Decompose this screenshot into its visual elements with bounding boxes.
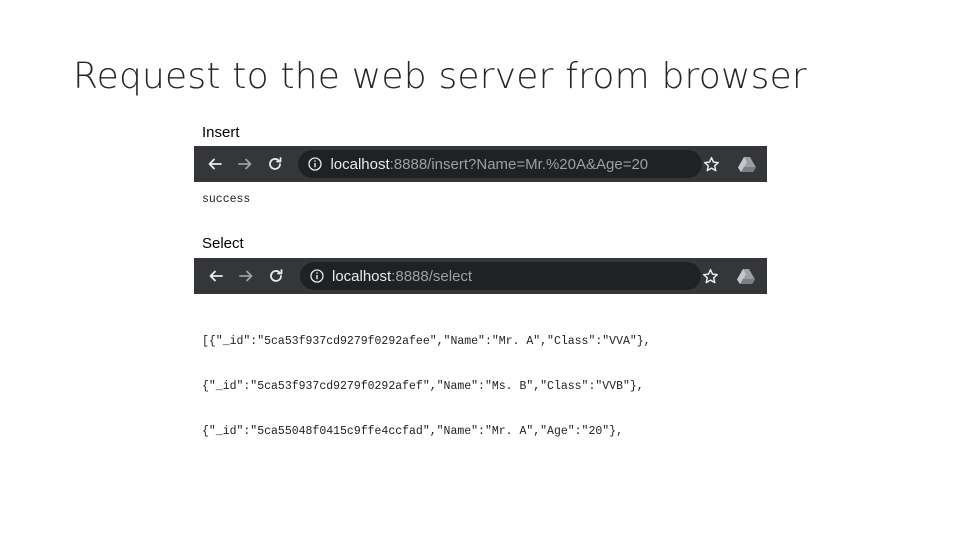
back-button[interactable] [206, 266, 225, 286]
insert-browser-toolbar: localhost:8888/insert?Name=Mr.%20A&Age=2… [194, 146, 767, 182]
drive-extension-button[interactable] [734, 263, 759, 289]
insert-label: Insert [202, 124, 240, 141]
reload-icon [269, 157, 282, 170]
select-browser-toolbar: localhost:8888/select [194, 258, 767, 294]
arrow-right-icon [238, 158, 252, 170]
reload-button[interactable] [266, 154, 285, 174]
select-address-bar[interactable]: localhost:8888/select [299, 262, 701, 290]
arrow-right-icon [239, 270, 253, 282]
arrow-left-icon [209, 158, 223, 170]
drive-icon [737, 157, 756, 172]
back-button[interactable] [206, 154, 225, 174]
drive-icon [737, 269, 756, 284]
reload-button[interactable] [267, 266, 286, 286]
url-path: :8888/select [391, 267, 473, 285]
insert-address-bar[interactable]: localhost:8888/insert?Name=Mr.%20A&Age=2… [298, 150, 702, 178]
select-response-json: [{"_id":"5ca53f937cd9279f0292afee","Name… [202, 304, 651, 454]
bookmark-button[interactable] [701, 266, 720, 286]
json-line: [{"_id":"5ca53f937cd9279f0292afee","Name… [202, 335, 651, 348]
bookmark-button[interactable] [702, 154, 721, 174]
star-icon [702, 268, 718, 283]
arrow-left-icon [209, 270, 223, 282]
forward-button[interactable] [236, 154, 255, 174]
json-line: {"_id":"5ca55048f0415c9ffe4ccfad","Name"… [202, 425, 623, 438]
json-line: {"_id":"5ca53f937cd9279f0292afef","Name"… [202, 380, 644, 393]
url-host: localhost [330, 155, 390, 173]
select-label: Select [202, 235, 244, 252]
info-circle-icon [310, 269, 324, 283]
url-path: :8888/insert?Name=Mr.%20A&Age=20 [389, 155, 649, 173]
reload-icon [270, 269, 283, 282]
slide-title: Request to the web server from browser [73, 56, 807, 97]
drive-extension-button[interactable] [735, 151, 759, 177]
forward-button[interactable] [236, 266, 255, 286]
insert-response-text: success [202, 193, 251, 206]
url-host: localhost [331, 267, 392, 285]
star-icon [703, 156, 719, 171]
info-circle-icon [308, 157, 323, 171]
